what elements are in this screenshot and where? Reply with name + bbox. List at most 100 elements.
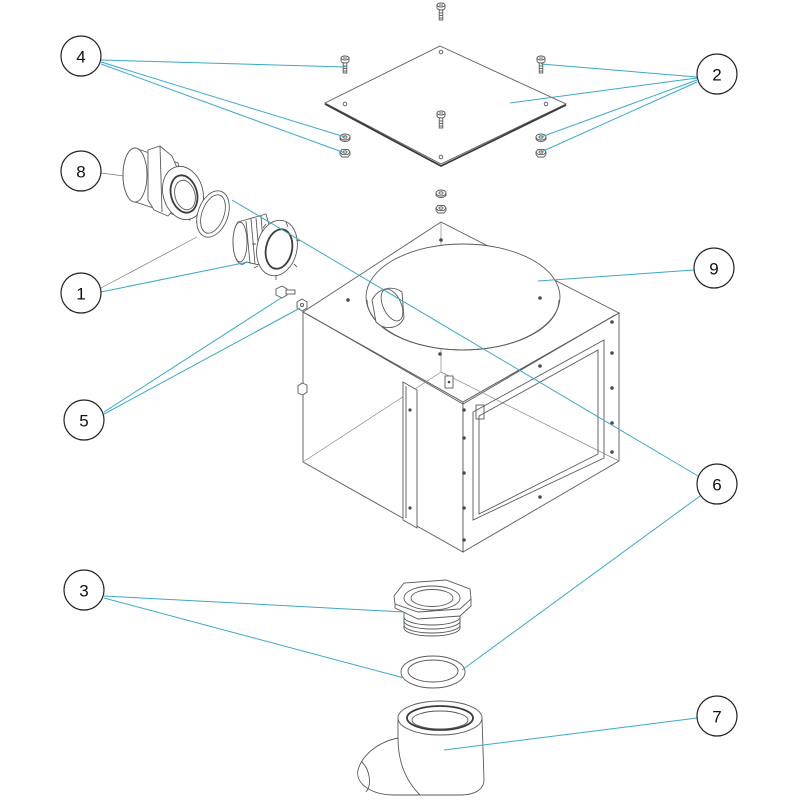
- leader-9-to-box: [537, 269, 695, 282]
- leader-3-to-bulkhead: [103, 595, 405, 613]
- elbow-thread-inner: [411, 710, 469, 730]
- hex-edge: [159, 145, 163, 213]
- center-nut: [435, 204, 447, 214]
- box-hole: [462, 471, 466, 475]
- callout-label: 6: [712, 476, 721, 495]
- part-lower-o-ring: [400, 655, 466, 689]
- plate-hole: [438, 49, 444, 55]
- leader-5-to-nut: [103, 307, 301, 415]
- inner-pipe-end: [380, 288, 404, 322]
- leader-2-to-right-screw: [540, 63, 698, 78]
- union-flange-ribs: [252, 221, 301, 280]
- leader-1-to-union-back: [100, 236, 198, 289]
- box-hole: [610, 386, 614, 390]
- plate-hole: [342, 101, 348, 107]
- box-hole: [462, 408, 466, 412]
- side-window-frame: [472, 339, 605, 521]
- side-slot: [402, 381, 418, 529]
- callout-label: 4: [76, 48, 85, 67]
- union-thread: [250, 218, 256, 265]
- part-threaded-union: [232, 213, 301, 280]
- callout-5: 5: [63, 399, 105, 441]
- box-top-rim: [306, 313, 616, 405]
- fitting-thread: [169, 174, 199, 214]
- leader-4-to-left-screw: [100, 59, 346, 68]
- right-washer: [535, 133, 547, 142]
- small-screw-head: [275, 285, 288, 299]
- callout-circle: [63, 399, 105, 441]
- box-hole: [462, 538, 466, 542]
- callout-circle: [696, 463, 738, 505]
- side-nut: [297, 382, 308, 396]
- callout-3: 3: [63, 569, 105, 611]
- part-screw-and-nut: [275, 285, 308, 312]
- box-hole: [610, 421, 614, 425]
- o-ring-outer: [400, 655, 466, 689]
- leader-2-to-right-nut: [540, 81, 698, 153]
- top-screw: [436, 2, 446, 21]
- union-opening: [264, 228, 294, 270]
- leader-4-to-left-nut: [100, 63, 346, 154]
- inner-pipe-stub: [371, 287, 405, 328]
- box-hole: [439, 238, 443, 242]
- callout-circle: [696, 53, 738, 95]
- left-screw: [340, 55, 350, 74]
- hidden-edge: [302, 371, 442, 463]
- callout-circle: [60, 35, 102, 77]
- small-nut-hole: [300, 303, 304, 307]
- elbow-side-opening: [361, 761, 370, 793]
- callout-label: 9: [709, 260, 718, 279]
- leader-1-to-union: [100, 261, 249, 293]
- box-hole: [610, 351, 614, 355]
- callout-label: 7: [712, 708, 721, 727]
- part-box-housing: [297, 221, 620, 553]
- box-hole: [538, 495, 542, 499]
- slot-hole: [408, 506, 412, 510]
- callout-circle: [696, 695, 738, 737]
- callout-circle: [693, 247, 735, 289]
- window-tab: [475, 404, 485, 420]
- slot-hole: [408, 408, 412, 412]
- top-plate-edge: [324, 103, 567, 168]
- leader-2-to-plate: [509, 77, 698, 104]
- leader-8-to-fitting: [100, 172, 125, 177]
- fitting-back-end: [122, 147, 148, 203]
- callout-label: 8: [76, 163, 85, 182]
- box-hole: [438, 352, 442, 356]
- small-screw-shaft: [285, 289, 296, 295]
- leader-4-to-left-washer: [100, 61, 346, 138]
- fitting-thread-inner: [174, 179, 196, 211]
- plate-hole: [543, 101, 549, 107]
- box-hole: [462, 506, 466, 510]
- callout-circle: [63, 569, 105, 611]
- callout-6: 6: [696, 463, 738, 505]
- callout-circle: [60, 150, 102, 192]
- bracket-hole: [447, 380, 451, 384]
- part-upper-o-ring: [196, 190, 230, 238]
- o-ring-inner: [407, 659, 459, 683]
- center-washer: [435, 189, 447, 198]
- box-hole: [610, 320, 614, 324]
- top-plate-face: [324, 45, 568, 165]
- leader-6-to-upper-o-ring: [231, 199, 699, 477]
- leader-3-to-o-ring: [103, 597, 405, 679]
- part-elbow: [357, 700, 485, 796]
- box-hole: [346, 298, 350, 302]
- bulkhead-opening: [410, 589, 454, 607]
- callout-label: 1: [76, 285, 85, 304]
- bulkhead-threads: [403, 616, 461, 634]
- elbow-bend: [397, 737, 421, 796]
- callout-1: 1: [60, 272, 102, 314]
- left-washer: [339, 133, 351, 142]
- part-hex-bulkhead: [393, 579, 472, 637]
- union-back-end: [232, 221, 248, 263]
- leader-5-to-screw: [103, 297, 282, 413]
- callout-4: 4: [60, 35, 102, 77]
- callout-7: 7: [696, 695, 738, 737]
- o-ring-outer: [196, 190, 230, 238]
- callout-label: 5: [79, 412, 88, 431]
- callout-8: 8: [60, 150, 102, 192]
- callout-circle: [60, 272, 102, 314]
- callout-label: 3: [79, 582, 88, 601]
